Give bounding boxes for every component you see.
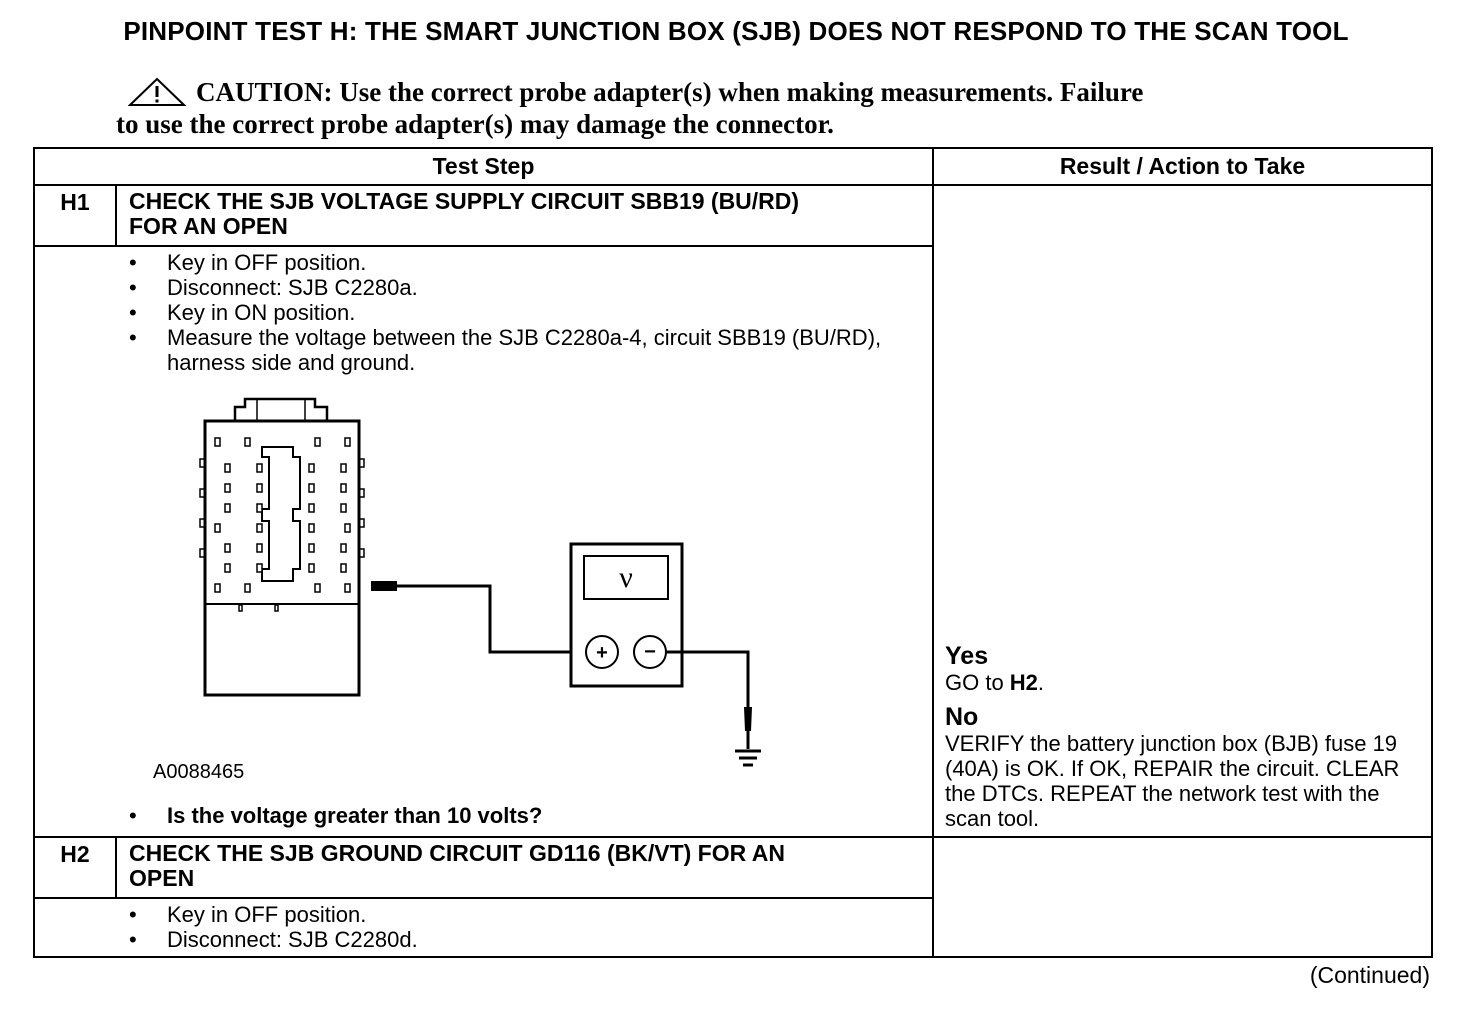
caution-line-1: CAUTION: Use the correct probe adapter(s… — [196, 77, 1144, 107]
list-item: Disconnect: SJB C2280a. — [129, 275, 909, 300]
ground-symbol-icon — [735, 749, 761, 767]
h2-instructions: Key in OFF position. Disconnect: SJB C22… — [129, 902, 909, 952]
header-result: Result / Action to Take — [1059, 153, 1306, 179]
connector-voltage-diagram: ν + − — [199, 397, 761, 767]
svg-text:−: − — [644, 641, 656, 663]
yes-action: GO to H2. — [945, 670, 1045, 695]
svg-text:+: + — [596, 642, 608, 664]
step-heading-h2: CHECK THE SJB GROUND CIRCUIT GD116 (BK/V… — [129, 840, 785, 891]
voltmeter-symbol: ν — [619, 561, 633, 594]
list-item: Key in ON position. — [129, 300, 909, 325]
list-item: Key in OFF position. — [129, 250, 909, 275]
list-item: Disconnect: SJB C2280d. — [129, 927, 909, 952]
h1-instructions: Key in OFF position. Disconnect: SJB C22… — [129, 250, 909, 375]
step-id-h1: H1 — [60, 189, 90, 215]
no-label: No — [945, 703, 979, 731]
warning-triangle-icon — [128, 77, 186, 106]
caution-note: CAUTION: Use the correct probe adapter(s… — [116, 76, 1316, 140]
list-item: Measure the voltage between the SJB C228… — [129, 325, 909, 375]
voltmeter-display — [583, 555, 669, 600]
step-id-h2: H2 — [60, 841, 90, 867]
h1-result: Yes GO to H2. No VERIFY the battery junc… — [945, 642, 1425, 831]
plus-terminal-icon — [585, 635, 619, 669]
yes-label: Yes — [945, 642, 989, 670]
continued-note: (Continued) — [1309, 962, 1430, 988]
list-item: Key in OFF position. — [129, 902, 909, 927]
figure-id: A0088465 — [153, 761, 245, 783]
header-test-step: Test Step — [432, 153, 535, 179]
caution-line-2: to use the correct probe adapter(s) may … — [116, 109, 834, 139]
h1-question: Is the voltage greater than 10 volts? — [129, 803, 542, 828]
step-heading-h1: CHECK THE SJB VOLTAGE SUPPLY CIRCUIT SBB… — [129, 188, 800, 239]
connector-body — [203, 419, 361, 697]
no-action: VERIFY the battery junction box (BJB) fu… — [945, 731, 1400, 831]
page-title: PINPOINT TEST H: THE SMART JUNCTION BOX … — [123, 16, 1349, 46]
test-table: Test Step Result / Action to Take H1 CHE… — [33, 147, 1433, 958]
